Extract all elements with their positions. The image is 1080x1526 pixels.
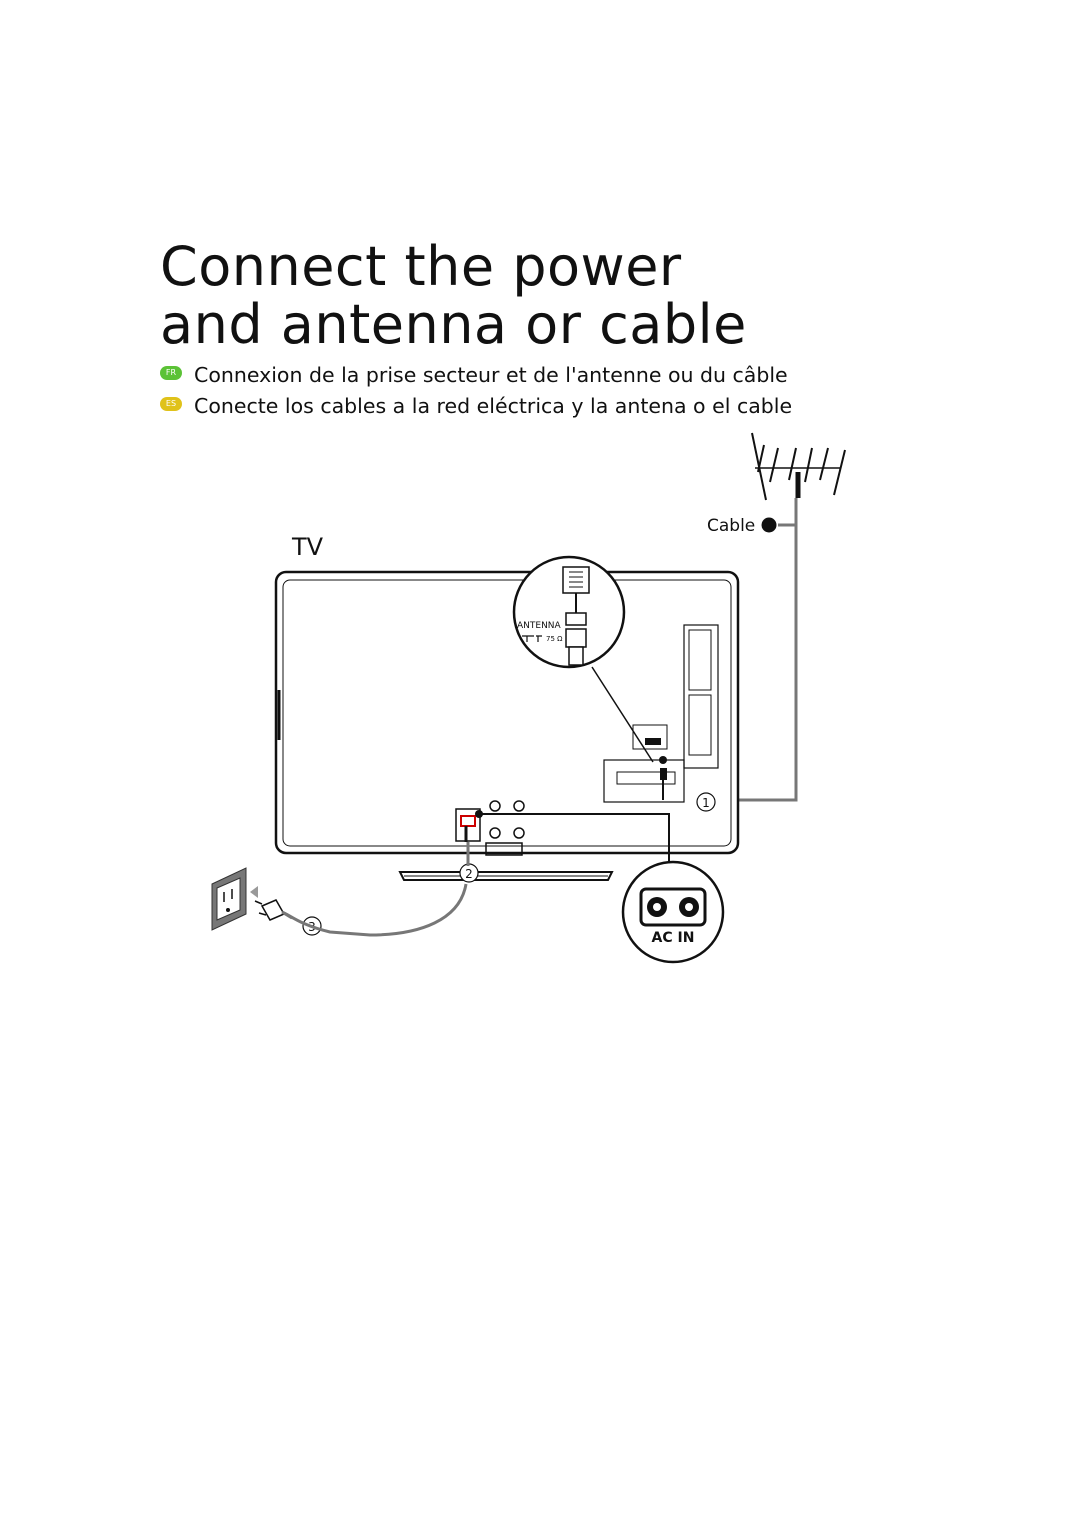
cable-label: Cable: [707, 516, 755, 536]
ac-in-label: AC IN: [652, 930, 695, 946]
svg-text:1: 1: [702, 796, 710, 810]
cable-connector-dot: [761, 517, 777, 533]
translation-es: ES Conecte los cables a la red eléctrica …: [160, 393, 792, 419]
antenna-cable: [700, 523, 798, 802]
fr-language-badge: FR: [160, 366, 182, 380]
step-2-marker: 2: [459, 863, 479, 883]
antenna-port-label: ANTENNA: [517, 621, 562, 631]
translation-fr-text: Connexion de la prise secteur et de l'an…: [194, 363, 788, 387]
power-plug-icon: [254, 899, 293, 921]
translation-fr: FR Connexion de la prise secteur et de l'…: [160, 362, 788, 388]
es-language-badge: ES: [160, 397, 182, 411]
coax-connector-icon: [659, 756, 667, 800]
tv-label: TV: [291, 533, 324, 561]
page-title: Connect the power and antenna or cable: [160, 238, 747, 354]
ac-in-zoom: AC IN: [475, 810, 725, 964]
impedance-label: 75 Ω: [546, 635, 563, 643]
title-line-1: Connect the power: [160, 235, 682, 298]
wall-outlet-icon: [211, 867, 258, 931]
step-1-marker: 1: [696, 792, 716, 812]
antenna-port-zoom: ANTENNA 75 Ω: [512, 555, 654, 763]
title-line-2: and antenna or cable: [160, 293, 747, 356]
tv-stand: [398, 842, 614, 881]
power-cord: [281, 842, 470, 937]
tv-back-panel: [274, 570, 740, 855]
translation-es-text: Conecte los cables a la red eléctrica y …: [194, 394, 793, 418]
svg-text:2: 2: [465, 867, 473, 881]
antenna-icon: [751, 432, 846, 501]
